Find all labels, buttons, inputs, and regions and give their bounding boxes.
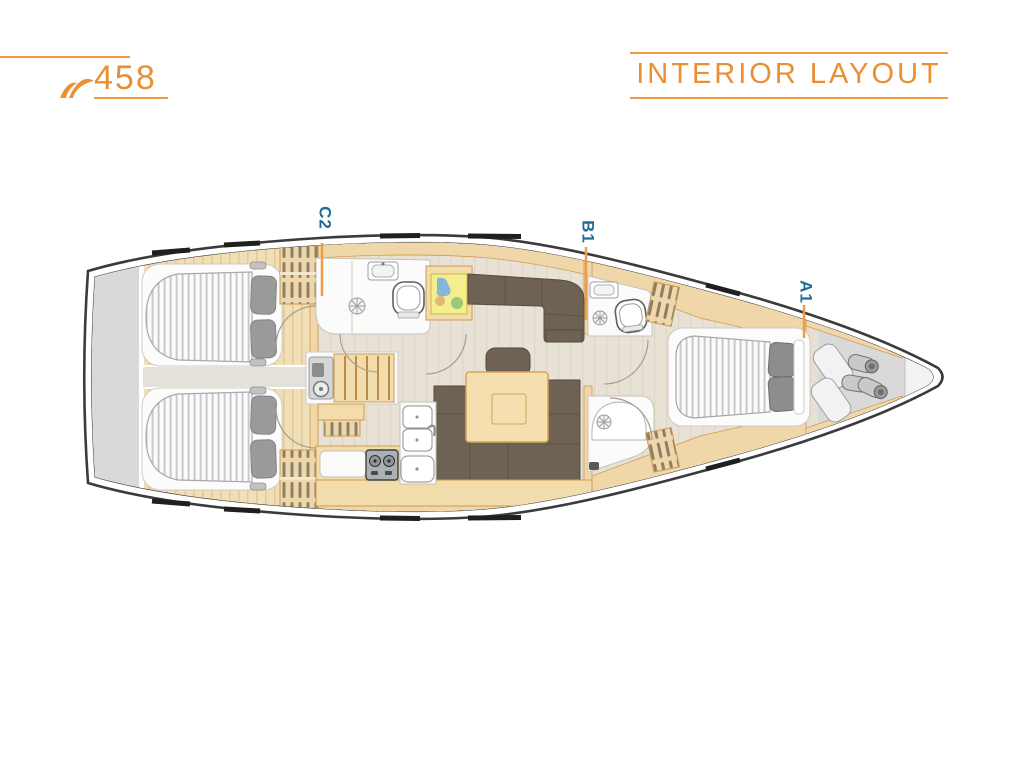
sail-bag-icon	[810, 377, 852, 423]
page-title: INTERIOR LAYOUT	[636, 58, 942, 90]
aft-head	[315, 257, 431, 335]
label-a1: A1	[797, 280, 816, 304]
locker-shelf-line	[280, 272, 318, 275]
transom-deck	[92, 255, 139, 501]
model-number: 458	[94, 59, 157, 97]
bow-locker	[810, 343, 888, 423]
companionway-steps-icon	[333, 353, 395, 403]
page-title-box: INTERIOR LAYOUT	[630, 52, 948, 99]
bow-tip-compartment	[904, 350, 933, 404]
port-aft-cabin-bed	[141, 261, 283, 367]
galley-worktop	[319, 450, 367, 478]
nav-chart-table	[425, 265, 473, 321]
label-b1: B1	[579, 220, 598, 244]
fwd-hanging-locker-port	[645, 281, 681, 328]
fender-cylinders-icon	[841, 353, 888, 400]
hull-window-marks	[151, 233, 741, 521]
pillow	[767, 342, 797, 378]
door-swing-arcs	[275, 305, 653, 449]
pillow	[767, 376, 797, 412]
engine-vent-grille	[323, 419, 361, 437]
shower-drain-icon	[592, 310, 608, 326]
saloon-table	[465, 371, 549, 443]
fwd-hanging-locker-starboard	[645, 426, 681, 473]
model-underline	[94, 97, 168, 99]
label-c2: C2	[316, 206, 335, 230]
hanse-swoosh-logo	[60, 78, 94, 98]
fwd-shower	[587, 395, 655, 473]
owner-cabin-bed	[667, 327, 811, 427]
toilet-icon	[614, 298, 648, 334]
aft-corridor	[141, 365, 319, 389]
header-left-rule	[0, 56, 130, 58]
cabin-label-b1: B1	[579, 220, 598, 320]
galley-sink	[399, 401, 437, 485]
pillow	[250, 439, 277, 479]
cabin-label-c2: C2	[316, 206, 335, 296]
pillow	[250, 275, 277, 315]
interior	[91, 242, 933, 512]
cabin-label-a1: A1	[797, 280, 816, 338]
companionway	[305, 351, 399, 437]
fwd-head	[587, 275, 653, 337]
pillow	[250, 319, 277, 359]
shower-drain-icon	[348, 297, 366, 315]
shower-drain-icon	[596, 414, 612, 430]
mattress	[145, 271, 253, 363]
starboard-aft-cabin-bed	[141, 386, 283, 491]
mattress	[675, 335, 771, 419]
mattress	[145, 391, 253, 483]
two-burner-stove-icon	[365, 449, 399, 481]
pillow	[250, 395, 277, 435]
shower-seat	[591, 401, 647, 441]
locker-shelf-line	[280, 477, 318, 480]
